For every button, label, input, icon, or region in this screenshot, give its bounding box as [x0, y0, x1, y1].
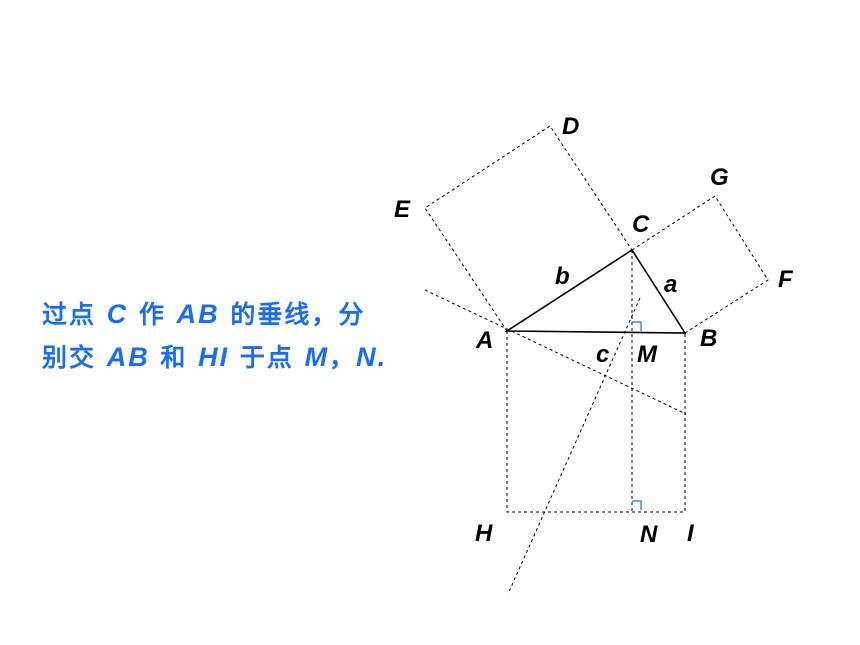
- label-b: B: [700, 325, 717, 352]
- triangle-abc: [504, 248, 687, 334]
- label-f: F: [778, 266, 794, 293]
- label-m: M: [637, 341, 658, 368]
- right-angle-mark-m: [632, 321, 642, 331]
- label-b-side: b: [555, 263, 570, 290]
- square-on-ab: [506, 331, 686, 513]
- caption-line-1-segment-4: 的垂线，分: [219, 300, 366, 329]
- label-a: A: [475, 327, 493, 354]
- caption-line-1-segment-3: AB: [176, 299, 220, 329]
- label-c-side: c: [596, 341, 609, 368]
- caption-line-2-segment-0: 别交: [42, 343, 107, 372]
- caption-line-2-segment-7: N.: [356, 342, 388, 372]
- label-i: I: [687, 520, 695, 547]
- caption-line-1-segment-2: 作: [128, 300, 177, 329]
- right-angle-mark-n: [632, 500, 642, 510]
- caption-line-1: 过点 C 作 AB 的垂线，分: [42, 293, 442, 336]
- caption-line-2-segment-5: M: [304, 342, 330, 372]
- caption-line-2-segment-3: HI: [198, 342, 230, 372]
- square-on-bc: [631, 195, 769, 334]
- caption-line-2-segment-1: AB: [106, 342, 150, 372]
- line-extension-cf: [507, 297, 641, 595]
- caption-text: 过点 C 作 AB 的垂线，分 别交 AB 和 HI 于点 M，N.: [42, 293, 442, 379]
- caption-line-2-segment-4: 于点: [229, 343, 305, 372]
- caption-line-2-segment-6: ，: [329, 343, 357, 372]
- line-extension-ea: [424, 289, 687, 415]
- label-h: H: [475, 520, 493, 547]
- label-e: E: [394, 196, 411, 223]
- caption-line-2: 别交 AB 和 HI 于点 M，N.: [42, 336, 442, 379]
- caption-line-2-segment-2: 和: [149, 343, 199, 372]
- label-n: N: [640, 521, 658, 548]
- caption-line-1-segment-1: C: [106, 299, 129, 329]
- label-g: G: [710, 164, 729, 191]
- label-d: D: [562, 113, 579, 140]
- square-on-ac: [424, 125, 633, 332]
- label-c: C: [632, 211, 650, 238]
- label-a-side: a: [664, 271, 677, 298]
- caption-line-1-segment-0: 过点: [42, 300, 107, 329]
